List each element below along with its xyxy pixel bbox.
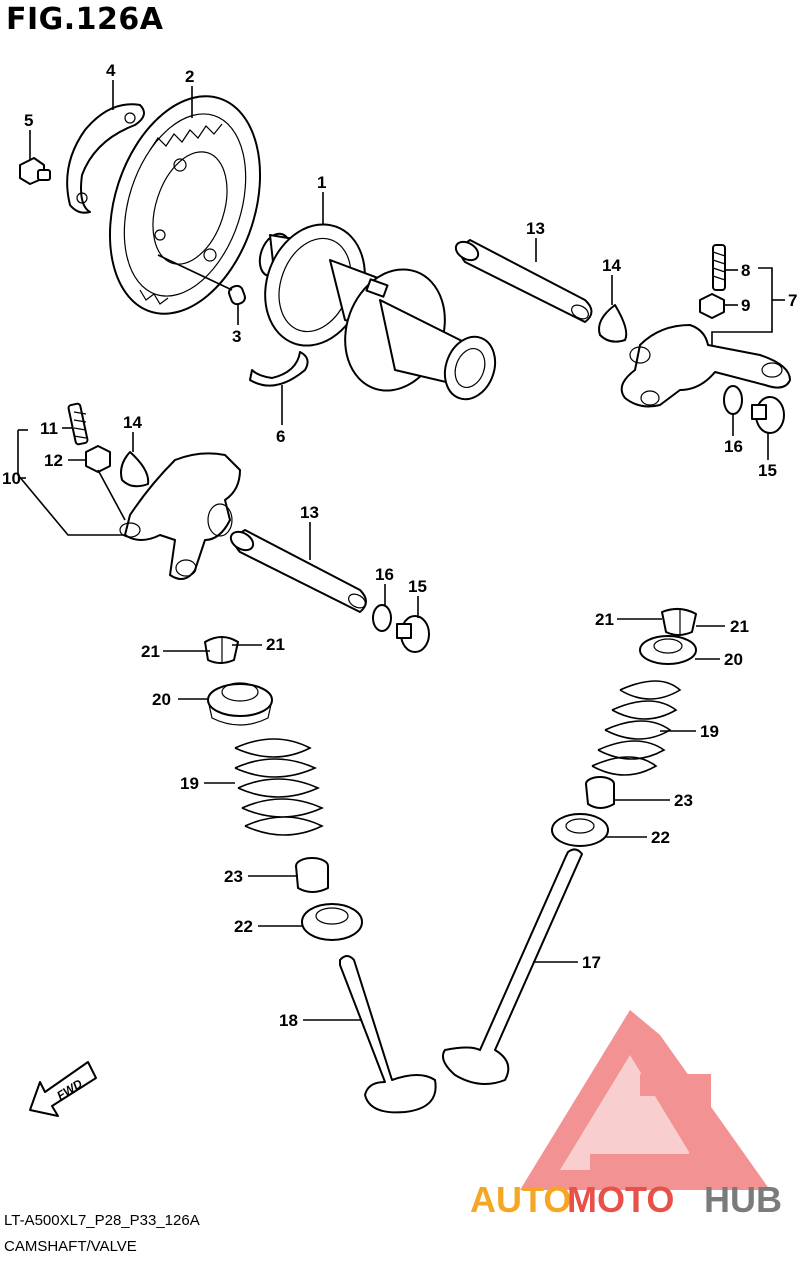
exhaust-valve (442, 848, 583, 1085)
callout-16-upper: 16 (724, 437, 743, 456)
callout-3: 3 (232, 327, 241, 346)
callout-19-left: 19 (180, 774, 199, 793)
callout-4: 4 (106, 61, 116, 80)
valve-spring-retainer-right (639, 635, 697, 665)
callout-21-left-b: 21 (266, 635, 285, 654)
dowel-pin (157, 254, 246, 306)
callout-15-upper: 15 (758, 461, 777, 480)
washer-lower (372, 604, 392, 632)
callout-18: 18 (279, 1011, 298, 1030)
callout-2: 2 (185, 67, 194, 86)
sprocket-bolt (19, 157, 51, 185)
valve-spring-seat-left (301, 903, 363, 941)
watermark-moto: MOTO (567, 1179, 674, 1220)
callout-14-upper: 14 (602, 256, 621, 275)
tappet-adjusting-screw-upper (712, 244, 726, 291)
callout-22-left: 22 (234, 917, 253, 936)
figure-caption: CAMSHAFT/VALVE (4, 1238, 137, 1255)
callout-11: 11 (40, 419, 58, 438)
callout-8: 8 (741, 261, 750, 280)
tappet-adjusting-screw-lower (67, 402, 89, 446)
plug-lower (396, 615, 430, 653)
valve-spring-seat-right (551, 813, 609, 847)
callout-1: 1 (317, 173, 326, 192)
valve-spring-left (234, 738, 324, 836)
valve-cotter-left (204, 636, 239, 664)
intake-valve (339, 955, 437, 1114)
gasket-lower (120, 451, 150, 488)
adjusting-nut-upper (699, 293, 725, 319)
callout-15-lower: 15 (408, 577, 427, 596)
callout-23-right: 23 (674, 791, 693, 810)
camshaft (258, 223, 497, 401)
valve-stem-seal-right (585, 776, 615, 809)
callout-12: 12 (44, 451, 63, 470)
washer-upper (723, 385, 743, 415)
callout-6: 6 (276, 427, 285, 446)
plug-upper (751, 396, 785, 434)
rocker-arm-shaft-upper (454, 239, 593, 323)
rocker-arm-exhaust (620, 324, 791, 408)
callout-19-right: 19 (700, 722, 719, 741)
valve-stem-seal-left (295, 857, 329, 893)
callout-21-right-a: 21 (595, 610, 614, 629)
leader-lines (17, 80, 785, 1021)
model-code: LT-A500XL7_P28_P33_126A (4, 1212, 200, 1229)
figure-title: FIG.126A (6, 2, 164, 37)
callout-13-lower: 13 (300, 503, 319, 522)
callout-20-right: 20 (724, 650, 743, 669)
callout-numbers: 4 2 5 1 3 6 13 14 8 9 7 16 15 11 14 12 1… (2, 61, 797, 1030)
callout-20-left: 20 (152, 690, 171, 709)
callout-23-left: 23 (224, 867, 243, 886)
watermark-auto: AUTO (470, 1179, 571, 1220)
callout-17: 17 (582, 953, 601, 972)
valve-spring-retainer-left (207, 682, 273, 726)
callout-21-right-b: 21 (730, 617, 749, 636)
callout-5: 5 (24, 111, 33, 130)
callout-16-lower: 16 (375, 565, 394, 584)
automotohub-logo-icon (520, 1010, 770, 1190)
callout-21-left-a: 21 (141, 642, 160, 661)
callout-9: 9 (741, 296, 750, 315)
rocker-arm-shaft-lower (229, 529, 367, 613)
decompression-ring (249, 351, 309, 387)
watermark-text: AUTO MOTO HUB (470, 1179, 782, 1220)
watermark-hub: HUB (704, 1179, 782, 1220)
gasket-upper (598, 304, 628, 343)
valve-cotter-right (661, 608, 697, 636)
callout-10: 10 (2, 469, 21, 488)
callout-22-right: 22 (651, 828, 670, 847)
sprocket-retaining-plate (66, 103, 145, 214)
valve-spring-right (591, 680, 682, 776)
callout-13-upper: 13 (526, 219, 545, 238)
adjusting-nut-lower (85, 445, 111, 473)
rocker-arm-intake (119, 452, 241, 580)
callout-14-lower: 14 (123, 413, 142, 432)
fwd-arrow-icon: FWD (29, 1061, 97, 1117)
callout-7: 7 (788, 291, 797, 310)
cam-sprocket (108, 95, 262, 315)
